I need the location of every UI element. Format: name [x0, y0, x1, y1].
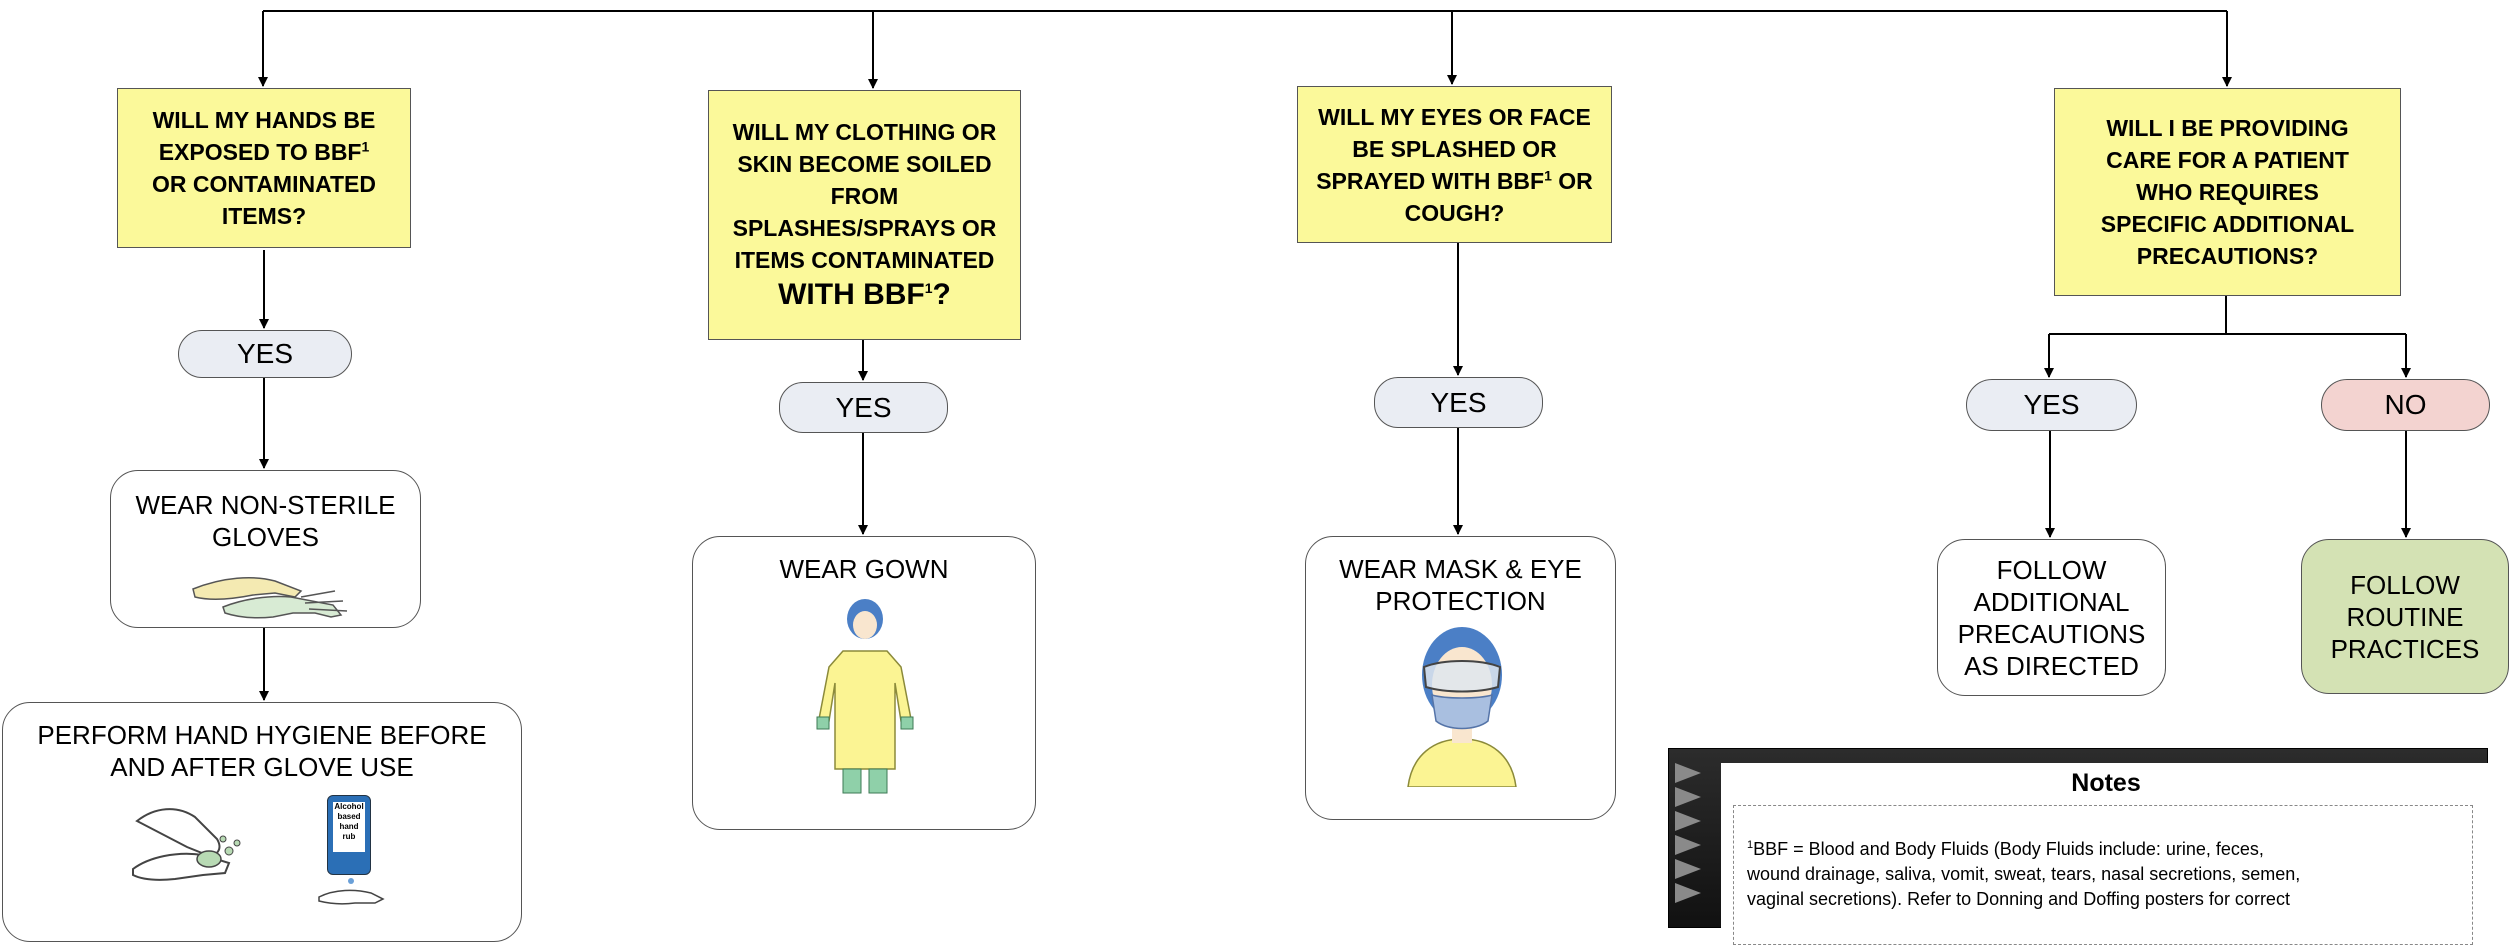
mask-action-line1: WEAR MASK & EYE	[1339, 554, 1582, 584]
follow-routine-line1: FOLLOW	[2350, 569, 2460, 600]
sanitizer-label-line2: based	[337, 812, 361, 821]
gloves-action-box: WEAR NON-STERILE GLOVES	[110, 470, 421, 628]
follow-routine-line2: ROUTINE	[2346, 601, 2464, 632]
eyes-question-box: WILL MY EYES OR FACE BE SPLASHED OR SPRA…	[1297, 86, 1612, 243]
eyes-question-line4: COUGH?	[1404, 199, 1505, 226]
gown-action-box: WEAR GOWN	[692, 536, 1036, 830]
hands-question-box: WILL MY HANDS BE EXPOSED TO BBF1 OR CONT…	[117, 88, 411, 248]
follow-routine-action-box: FOLLOW ROUTINE PRACTICES	[2301, 539, 2509, 694]
eyes-question-line3: SPRAYED WITH BBF	[1316, 167, 1545, 194]
notes-line2: wound drainage, saliva, vomit, sweat, te…	[1747, 864, 2301, 884]
additional-no-pill: NO	[2321, 379, 2490, 431]
follow-additional-line3: PRECAUTIONS	[1957, 618, 2146, 649]
hands-question-line2: EXPOSED TO BBF	[158, 139, 362, 165]
eyes-yes-pill: YES	[1374, 377, 1543, 428]
clothing-question-footnote: 1	[924, 280, 933, 296]
gloves-illustration	[192, 577, 348, 619]
notes-decor-arrow-icon	[1675, 859, 1701, 879]
gown-person-illustration	[816, 599, 914, 794]
additional-question-line1: WILL I BE PROVIDING	[2106, 115, 2349, 141]
additional-question-line5: PRECAUTIONS?	[2136, 243, 2319, 269]
notes-body: 1BBF = Blood and Body Fluids (Body Fluid…	[1747, 833, 2447, 912]
clothing-yes-pill: YES	[779, 382, 948, 433]
sanitizer-label-line1: Alcohol	[334, 802, 364, 811]
follow-additional-line4: AS DIRECTED	[1964, 650, 2139, 681]
mask-person-illustration	[1407, 627, 1517, 787]
notes-title: Notes	[2071, 769, 2141, 797]
additional-question-box: WILL I BE PROVIDING CARE FOR A PATIENT W…	[2054, 88, 2401, 296]
clothing-question-line3: FROM	[830, 183, 899, 209]
notes-decor-arrow-icon	[1675, 835, 1701, 855]
eyes-question-line2: BE SPLASHED OR	[1352, 135, 1557, 162]
notes-line1: BBF = Blood and Body Fluids (Body Fluids…	[1753, 839, 2264, 859]
mask-action-box: WEAR MASK & EYE PROTECTION	[1305, 536, 1616, 820]
notes-line3: vaginal secretions). Refer to Donning an…	[1747, 889, 2290, 909]
receiving-hand-icon	[318, 878, 385, 905]
notes-decor-arrow-icon	[1675, 787, 1701, 807]
additional-question-line4: SPECIFIC ADDITIONAL	[2100, 211, 2355, 237]
flowchart-connectors	[258, 10, 2411, 701]
follow-additional-line1: FOLLOW	[1996, 554, 2107, 585]
clothing-question-box: WILL MY CLOTHING OR SKIN BECOME SOILED F…	[708, 90, 1021, 340]
additional-question-line3: WHO REQUIRES	[2136, 179, 2319, 205]
sanitizer-label-line4: rub	[342, 832, 356, 841]
hand-hygiene-action-box: PERFORM HAND HYGIENE BEFORE AND AFTER GL…	[2, 702, 522, 942]
hands-question-line4: ITEMS?	[221, 203, 307, 229]
notes-panel: Notes 1BBF = Blood and Body Fluids (Body…	[1668, 748, 2491, 945]
additional-question-line2: CARE FOR A PATIENT	[2106, 147, 2349, 173]
notes-footnote-marker: 1	[1747, 839, 1754, 851]
sanitizer-label-line3: hand	[339, 822, 359, 831]
clothing-question-line2: SKIN BECOME SOILED	[737, 151, 992, 177]
clothing-question-line1: WILL MY CLOTHING OR	[732, 119, 997, 145]
clothing-question-line5: ITEMS CONTAMINATED	[734, 247, 995, 273]
gloves-action-line1: WEAR NON-STERILE	[135, 490, 396, 520]
notes-decor-arrow-icon	[1675, 883, 1701, 903]
clothing-question-line4: SPLASHES/SPRAYS OR	[732, 215, 997, 241]
hands-question-line1: WILL MY HANDS BE	[152, 107, 376, 133]
follow-additional-action-box: FOLLOW ADDITIONAL PRECAUTIONS AS DIRECTE…	[1937, 539, 2166, 696]
hands-question-line3: OR CONTAMINATED	[151, 171, 376, 197]
clothing-question-line6: WITH BBF	[778, 278, 925, 311]
eyes-question-after: OR	[1551, 167, 1593, 194]
mask-action-line2: PROTECTION	[1375, 586, 1546, 616]
follow-routine-line3: PRACTICES	[2330, 633, 2480, 664]
hand-hygiene-line1: PERFORM HAND HYGIENE BEFORE	[37, 720, 487, 750]
sanitizer-bottle-icon: Alcohol based hand rub	[327, 795, 371, 875]
additional-yes-pill: YES	[1966, 379, 2137, 431]
notes-decor-arrow-icon	[1675, 811, 1701, 831]
hands-yes-pill: YES	[178, 330, 352, 378]
handwashing-illustration	[132, 808, 241, 881]
eyes-question-line1: WILL MY EYES OR FACE	[1318, 103, 1591, 130]
clothing-question-end: ?	[932, 278, 951, 311]
follow-additional-line2: ADDITIONAL	[1973, 586, 2130, 617]
hands-question-footnote: 1	[361, 138, 370, 155]
eyes-question-footnote: 1	[1544, 166, 1552, 183]
gown-action-label: WEAR GOWN	[779, 554, 949, 584]
notes-decor-arrow-icon	[1675, 763, 1701, 783]
gloves-action-line2: GLOVES	[212, 522, 319, 552]
hand-hygiene-line2: AND AFTER GLOVE USE	[110, 752, 414, 782]
